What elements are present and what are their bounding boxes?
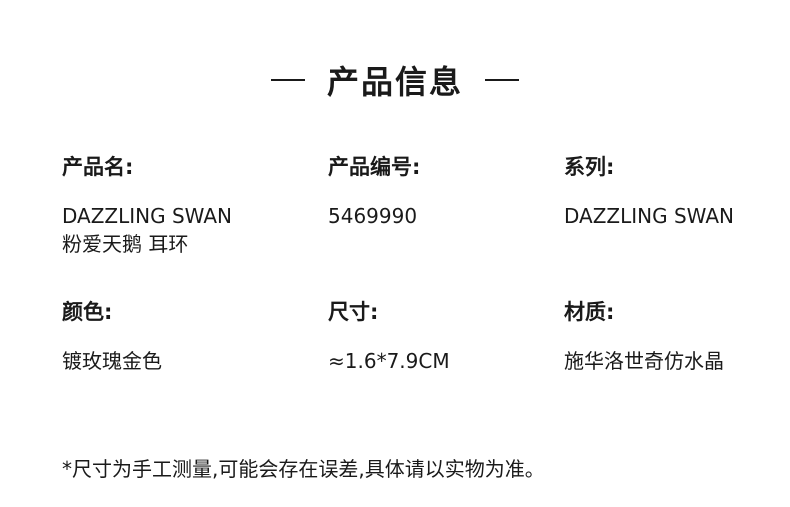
series-label: 系列:	[564, 155, 615, 179]
field-color: 颜色: 镀玫瑰金色	[62, 297, 292, 375]
size-label: 尺寸:	[328, 300, 379, 324]
field-size: 尺寸: ≈1.6*7.9CM	[328, 297, 558, 375]
product-number-label: 产品编号:	[328, 155, 421, 179]
material-label: 材质:	[564, 300, 615, 324]
product-name-value-en: DAZZLING SWAN	[62, 204, 233, 228]
heading-dash-left	[270, 79, 305, 81]
product-number-value: 5469990	[328, 204, 418, 228]
color-value: 镀玫瑰金色	[62, 349, 162, 373]
measurement-footnote: *尺寸为手工测量,可能会存在误差,具体请以实物为准。	[62, 457, 545, 481]
size-value: ≈1.6*7.9CM	[328, 349, 450, 373]
section-heading: 产品信息	[0, 50, 790, 110]
product-name-value-cn: 粉爱天鹅 耳环	[62, 232, 189, 256]
material-value: 施华洛世奇仿水晶	[564, 349, 724, 373]
color-label: 颜色:	[62, 300, 113, 324]
field-material: 材质: 施华洛世奇仿水晶	[564, 297, 790, 375]
product-name-value: DAZZLING SWAN 粉爱天鹅 耳环	[62, 202, 292, 258]
field-product-name: 产品名: DAZZLING SWAN 粉爱天鹅 耳环	[62, 152, 292, 258]
series-value: DAZZLING SWAN	[564, 204, 735, 228]
field-product-number: 产品编号: 5469990	[328, 152, 558, 230]
heading-dash-right	[485, 79, 519, 81]
product-name-label: 产品名:	[62, 155, 134, 179]
field-series: 系列: DAZZLING SWAN	[564, 152, 790, 230]
section-title: 产品信息	[326, 63, 463, 101]
